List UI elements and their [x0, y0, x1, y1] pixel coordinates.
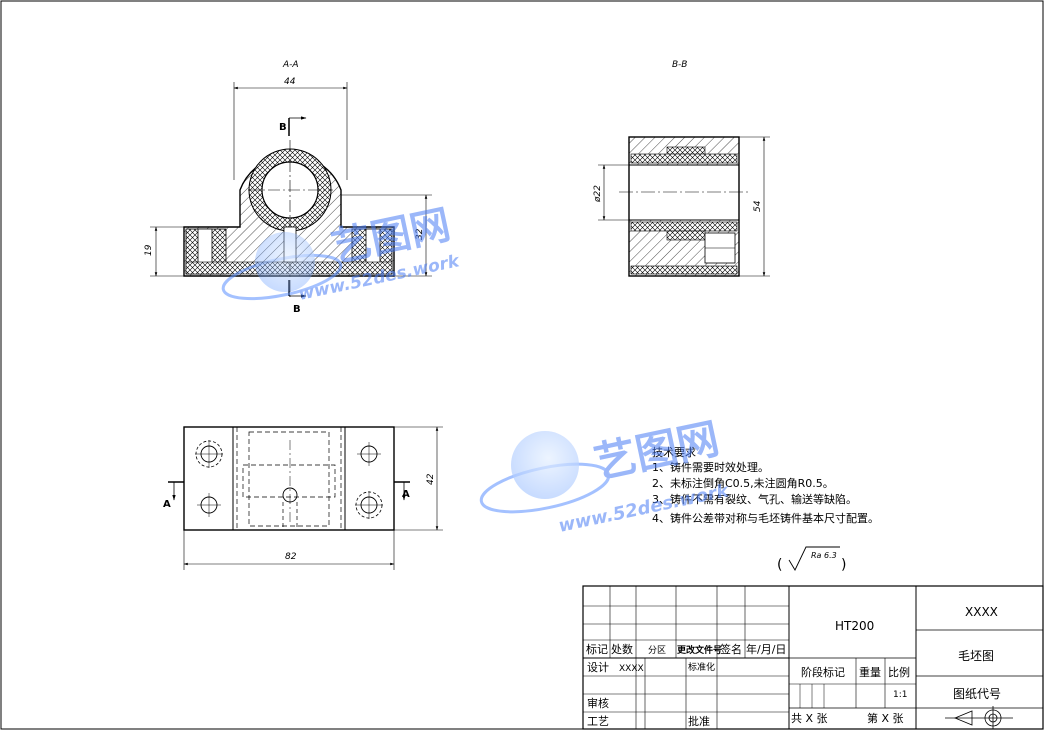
cut-label-a-left: A — [163, 499, 171, 510]
tech-req-item-3: 3、铸件不需有裂纹、气孔、输送等缺陷。 — [652, 492, 857, 506]
review-label: 审核 — [587, 696, 609, 710]
total-sheets: 共 X 张 — [791, 712, 828, 725]
dim-54: 54 — [753, 200, 763, 212]
section-view-aa: A-A B B 44 19 — [144, 60, 432, 315]
technical-requirements: 技术要求 1、铸件需要时效处理。 2、未标注倒角C0.5,未注圆角R0.5。 3… — [652, 446, 879, 525]
weight: 重量 — [859, 665, 881, 679]
title-block-text: 标记 处数 分区 更改文件号 签名 年/月/日 设计 XXXX 标准化 审核 工… — [586, 605, 1001, 728]
tech-req-item-1: 1、铸件需要时效处理。 — [652, 460, 769, 474]
approve-label: 批准 — [688, 714, 710, 728]
globe-logo-icon — [255, 232, 315, 292]
col-change-doc: 更改文件号 — [677, 644, 722, 656]
globe-logo-icon — [511, 431, 579, 499]
tech-req-item-4: 4、铸件公差带对称与毛坯铸件基本尺寸配置。 — [652, 511, 879, 525]
design-label: 设计 — [587, 661, 609, 674]
section-view-bb: B-B ø22 54 — [593, 60, 770, 277]
material: HT200 — [835, 619, 874, 633]
standardize-label: 标准化 — [688, 661, 715, 673]
tech-req-item-2: 2、未标注倒角C0.5,未注圆角R0.5。 — [652, 476, 834, 490]
bolt-hole-top-right — [357, 442, 381, 466]
cut-label-b-top: B — [279, 122, 287, 133]
dim-82: 82 — [285, 552, 297, 562]
roughness-close-paren: ) — [841, 557, 846, 573]
sheet-no: 第 X 张 — [867, 711, 904, 725]
bolt-hole-bottom-right — [355, 491, 383, 519]
scale-value: 1:1 — [893, 690, 907, 700]
cut-label-a-right: A — [402, 489, 410, 500]
col-date: 年/月/日 — [746, 642, 786, 656]
surface-roughness-symbol: ( Ra 6.3 ) — [777, 546, 846, 573]
bolt-hole-bottom-left — [197, 493, 221, 517]
projection-symbol-icon — [945, 706, 1013, 729]
tech-req-heading: 技术要求 — [652, 446, 696, 459]
section-bb-label: B-B — [672, 60, 687, 70]
col-count: 处数 — [611, 643, 633, 656]
col-zone: 分区 — [648, 645, 666, 656]
company: XXXX — [965, 605, 998, 619]
bolt-hole-top-left — [195, 440, 223, 468]
roughness-open-paren: ( — [777, 557, 782, 573]
dim-44: 44 — [284, 77, 296, 87]
drawing-code-label: 图纸代号 — [953, 687, 1001, 701]
dim-19: 19 — [144, 244, 154, 256]
top-view: A A 42 82 — [163, 426, 443, 570]
check-mark-icon — [788, 546, 840, 571]
section-aa-label: A-A — [282, 60, 299, 70]
roughness-value: Ra 6.3 — [811, 551, 837, 560]
title-block — [582, 585, 1044, 730]
col-mark: 标记 — [586, 642, 608, 656]
dim-42: 42 — [426, 473, 436, 485]
design-value: XXXX — [619, 664, 644, 674]
watermark-url-middle: www.52des.work — [557, 480, 732, 537]
dim-32: 32 — [415, 228, 425, 240]
drawing-name: 毛坯图 — [958, 649, 994, 663]
stage-mark: 阶段标记 — [801, 665, 845, 679]
col-sign: 签名 — [720, 642, 742, 656]
dim-dia-22: ø22 — [593, 185, 603, 203]
scale-label: 比例 — [888, 665, 910, 679]
cut-label-b-bottom: B — [293, 304, 301, 315]
process-label: 工艺 — [587, 715, 609, 728]
